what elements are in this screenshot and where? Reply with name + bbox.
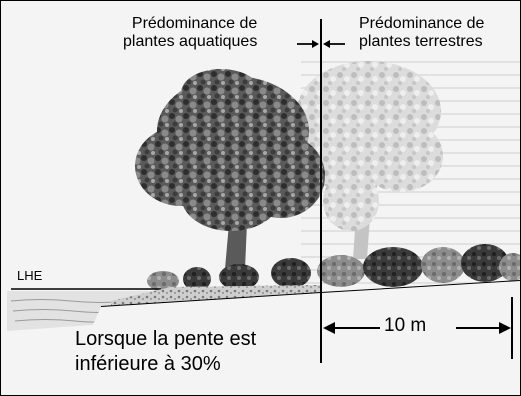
terrestrial-dominance-label: Prédominance de plantes terrestres [359,15,484,51]
aquatic-label-line-1: Prédominance de [131,15,258,32]
aquatic-tree [135,69,325,269]
ground-fill [61,281,520,395]
terrestrial-label-line-2: plantes terrestres [359,32,483,50]
slope-note: Lorsque la pente est inférieure à 30% [75,327,256,377]
aquatic-label-line-2: plantes aquatiques [123,32,258,50]
terrestrial-label-line-1: Prédominance de [359,15,485,32]
water-level-label: LHE [17,268,43,283]
distance-dimension [323,297,513,359]
slope-note-line-2: inférieure à 30% [75,353,221,375]
aquatic-dominance-label: Prédominance de plantes aquatiques [123,15,257,51]
bank-shrubs [147,244,520,291]
slope-note-line-1: Lorsque la pente est [75,328,257,350]
distance-label: 10 m [380,315,431,337]
boundary-arrows [297,40,345,48]
terrestrial-tree [297,61,443,259]
